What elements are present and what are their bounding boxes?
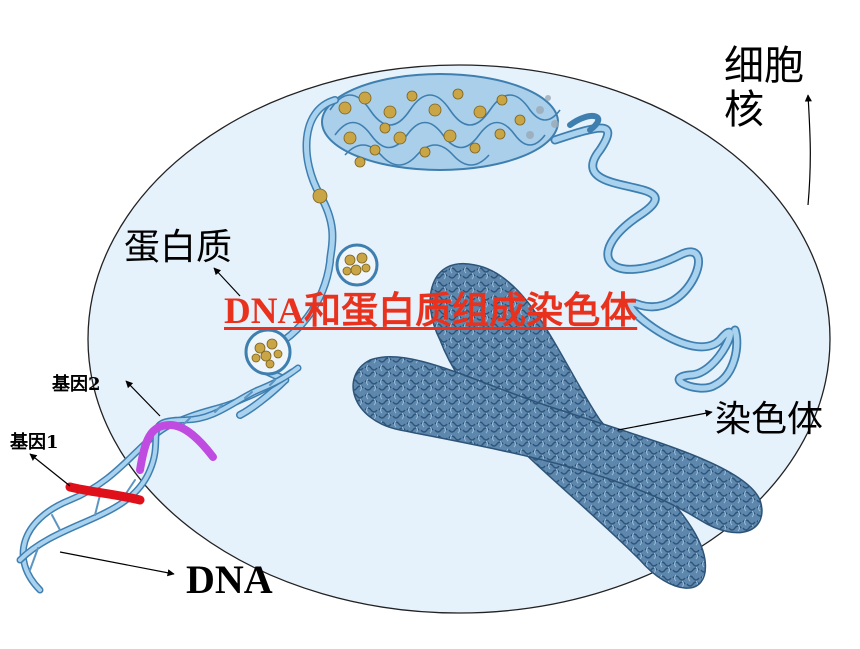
nucleosomes bbox=[244, 188, 379, 376]
arrow-icon bbox=[213, 267, 241, 297]
arrow-icon bbox=[59, 551, 175, 577]
arrow-icon bbox=[125, 380, 161, 417]
diagram-title: DNA和蛋白质组成染色体 bbox=[224, 291, 638, 332]
condensed-chromatin bbox=[321, 73, 561, 171]
nucleus-label: 细胞核 bbox=[724, 43, 804, 133]
arrows bbox=[29, 94, 812, 577]
chromatin-coil bbox=[550, 112, 742, 393]
arrow-icon bbox=[804, 94, 812, 206]
chromosome-label: 染色体 bbox=[715, 399, 824, 440]
protein-label: 蛋白质 bbox=[124, 227, 233, 268]
dna-helix bbox=[16, 364, 302, 594]
gene1-segment bbox=[65, 482, 145, 505]
arrow-icon bbox=[29, 453, 71, 487]
gene2-segment bbox=[136, 420, 217, 474]
dna-label: DNA bbox=[186, 557, 273, 602]
arrow-icon bbox=[617, 409, 713, 431]
chromosome bbox=[352, 262, 763, 589]
gene1-label: 基因1 bbox=[10, 432, 59, 453]
gene2-label: 基因2 bbox=[52, 374, 101, 395]
